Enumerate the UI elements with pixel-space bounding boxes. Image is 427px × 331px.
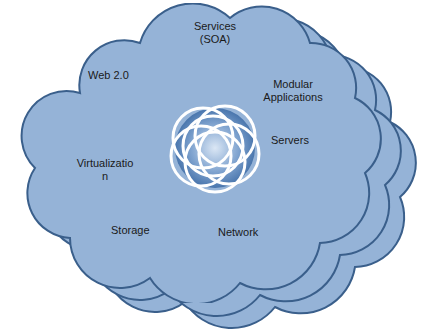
- cloud-label: Web 2.0: [88, 69, 129, 82]
- ring: [171, 126, 231, 186]
- ring: [183, 116, 243, 176]
- cloud-outline: [20, 3, 400, 303]
- cloud-label: Network: [218, 226, 258, 239]
- cloud-label: Services (SOA): [180, 20, 250, 46]
- cloud-label: Modular Applications: [253, 78, 333, 104]
- cloud-label: Virtualization: [75, 157, 135, 183]
- cloud-label: Storage: [111, 224, 150, 237]
- cloud-label: Servers: [271, 134, 309, 147]
- cloud: Services (SOA) Web 2.0Modular Application…: [20, 3, 400, 303]
- cloud-front: [22, 3, 381, 303]
